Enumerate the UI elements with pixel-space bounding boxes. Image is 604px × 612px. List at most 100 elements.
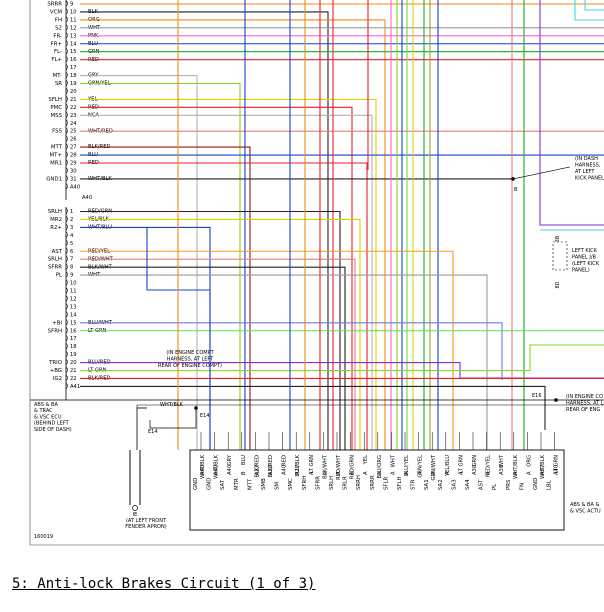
engine-note: (IN ENGINE CO xyxy=(566,394,603,400)
pin-number: 26 xyxy=(70,137,77,143)
bottom-wire-label: GRN/WHT xyxy=(431,454,437,480)
pin-bracket xyxy=(65,350,68,358)
jb-note: (LEFT KICK xyxy=(572,261,600,267)
pin-bracket xyxy=(65,103,68,111)
wire xyxy=(80,162,368,450)
wire xyxy=(80,106,353,450)
pin-bracket xyxy=(65,223,68,231)
pin-bracket xyxy=(65,47,68,55)
bottom-wire-label: BLU/BLK xyxy=(295,454,301,476)
pin-bracket xyxy=(65,183,68,190)
bottom-pin-name: SRLH xyxy=(329,476,335,490)
pin-number: 19 xyxy=(70,81,77,87)
pin-label: SFLH xyxy=(48,97,62,103)
pin-number: 25 xyxy=(70,129,77,135)
connector-label: E14 xyxy=(200,413,210,419)
bottom-pin-number: A37 xyxy=(540,465,546,475)
pin-label: +BI xyxy=(52,320,62,326)
pin-number: 15 xyxy=(70,49,77,55)
bottom-pin-name: SFRR xyxy=(315,476,321,490)
bottom-pin-name: FN xyxy=(519,483,525,490)
wire xyxy=(80,11,329,450)
pin-bracket xyxy=(65,231,68,239)
bottom-wire-label: BLK/RED xyxy=(254,455,260,477)
bottom-wire-label: BLK/RED xyxy=(268,455,274,477)
wire xyxy=(539,0,604,226)
pin-label: SRLH xyxy=(48,257,62,263)
pin-bracket xyxy=(65,16,68,23)
bottom-pin-name: GND xyxy=(207,478,213,490)
bottom-pin-name: PRS xyxy=(506,479,512,490)
harness-note: KICK PANEL) xyxy=(575,176,604,182)
ecu-name: & VSC ECU xyxy=(34,414,62,420)
pin-label: MT- xyxy=(53,73,62,79)
page-title: 5: Anti-lock Brakes Circuit (1 of 3) xyxy=(12,576,316,592)
wire xyxy=(80,75,198,450)
bottom-pin-number: A xyxy=(377,471,383,475)
pin-bracket xyxy=(65,279,68,286)
pin-number: 21 xyxy=(70,368,77,374)
bottom-wire-label: WHT/BLK xyxy=(214,454,220,478)
pin-label: PMC xyxy=(50,105,62,111)
pin-number: 6 xyxy=(70,249,73,255)
bottom-pin-name: AST xyxy=(479,479,485,490)
pin-bracket xyxy=(65,24,68,31)
pin-number: 23 xyxy=(70,113,77,119)
pin-number: 12 xyxy=(70,296,77,302)
bottom-pin-number: A xyxy=(309,471,315,475)
pin-bracket xyxy=(65,71,68,79)
pin-bracket xyxy=(65,358,68,366)
pin-bracket xyxy=(65,374,68,382)
bottom-pin-number: A40 xyxy=(214,465,220,475)
pin-bracket xyxy=(65,342,68,350)
bottom-pin-number: A xyxy=(458,471,464,475)
jb-pin: 3B xyxy=(555,235,561,242)
bottom-pin-number: A xyxy=(363,471,369,475)
pin-number: 24 xyxy=(70,121,77,127)
pin-bracket xyxy=(65,271,68,278)
bottom-pin-name: SRRH xyxy=(356,475,362,490)
jb-note: PANEL) xyxy=(572,268,590,274)
bottom-wire-label: LT GRN xyxy=(309,455,315,474)
pin-number: 18 xyxy=(70,73,77,79)
pin-number: 17 xyxy=(70,336,77,342)
pin-bracket xyxy=(65,334,68,342)
wire xyxy=(80,258,356,450)
bottom-wire-label: WHT xyxy=(390,454,396,467)
bottom-pin-name: SFLH xyxy=(397,476,403,490)
pin-number: 8 xyxy=(70,265,73,271)
pin-bracket xyxy=(65,63,68,71)
pin-label: FL- xyxy=(54,49,62,55)
pin-number: 3 xyxy=(70,225,73,231)
pin-label: GND1 xyxy=(46,176,62,182)
wire xyxy=(574,0,604,21)
pin-label: MT+ xyxy=(50,153,62,159)
pin-label: FL+ xyxy=(51,57,62,63)
bottom-wire-label: WHT/BLK xyxy=(540,454,546,478)
pin-label: FH xyxy=(55,17,62,23)
bottom-wire-label: BLK/WHT xyxy=(322,454,328,479)
bottom-wire-label: RED/YEL xyxy=(486,455,492,477)
pin-number: 29 xyxy=(70,161,77,167)
splice-label: B xyxy=(514,187,518,193)
bottom-pin-name: MTT xyxy=(247,478,253,490)
bottom-pin-name: GND xyxy=(533,478,539,490)
bottom-pin-name: STR xyxy=(411,479,417,490)
pin-number: 18 xyxy=(70,344,77,350)
harness-note: (IN DASH xyxy=(575,156,598,162)
pin-bracket xyxy=(65,127,68,134)
pin-number: 20 xyxy=(70,89,77,95)
wire xyxy=(136,407,147,450)
pin-label: SR xyxy=(55,81,62,87)
pin-number: 21 xyxy=(70,97,77,103)
pin-number: 10 xyxy=(70,281,77,287)
pin-number: 11 xyxy=(70,17,77,23)
jb-note: LEFT KICK xyxy=(572,248,598,254)
bottom-pin-number: A xyxy=(526,471,532,475)
pin-label: TRIO xyxy=(48,360,62,366)
bottom-pin-number: B xyxy=(241,471,247,475)
ground-wire xyxy=(149,408,197,429)
bottom-pin-name: SMB xyxy=(261,478,267,490)
ground-note: (AT LEFT FRONT xyxy=(126,518,167,524)
bottom-wire-label: ORG xyxy=(526,455,532,467)
